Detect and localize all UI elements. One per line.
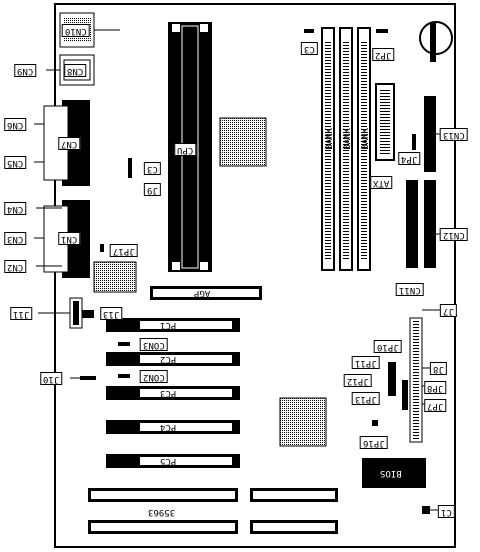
label-cn1: CN1 <box>58 232 81 245</box>
label-jp11: JP11 <box>352 356 380 369</box>
label-cpu: CPU <box>174 143 197 156</box>
label-pc2: PC2 <box>160 354 177 364</box>
cn11-header <box>406 180 418 268</box>
label-con2: CON2 <box>140 370 168 383</box>
label-c3-top: C3 <box>301 42 318 55</box>
label-agp: AGP <box>194 288 211 298</box>
label-cn4: CN4 <box>4 202 27 215</box>
label-cn2: CN2 <box>4 260 27 273</box>
cn13-header <box>424 96 436 172</box>
label-jp4: JP4 <box>398 152 421 165</box>
label-board-number: 35963 <box>148 507 176 517</box>
label-cn12: CN12 <box>440 228 468 241</box>
leader-lines <box>34 29 446 511</box>
label-jp12: JP12 <box>344 374 372 387</box>
label-jp13: JP13 <box>352 392 380 405</box>
label-jp16: JP16 <box>360 436 388 449</box>
label-pc3: PC3 <box>160 388 177 398</box>
north-chip <box>219 117 267 167</box>
label-pc1: PC1 <box>160 320 177 330</box>
label-bank-3: BANK <box>361 128 371 150</box>
label-cn3: CN3 <box>4 232 27 245</box>
label-cn13: CN13 <box>440 128 468 141</box>
label-jp7: JP7 <box>424 399 447 412</box>
label-con3: CON3 <box>140 338 168 351</box>
label-j10: J10 <box>40 372 63 385</box>
label-cn11: CN11 <box>396 283 424 296</box>
label-pc5: PC5 <box>160 456 177 466</box>
label-j9: J9 <box>144 183 161 196</box>
label-c3: C3 <box>144 162 161 175</box>
bios-chip <box>362 458 426 488</box>
label-cn9: CN9 <box>14 64 37 77</box>
label-pc4: PC4 <box>160 422 177 432</box>
label-cn8: CN8 <box>64 64 87 77</box>
label-c1: C1 <box>438 505 455 518</box>
label-cn10: CN10 <box>62 24 90 37</box>
label-jp17: JP17 <box>110 244 138 257</box>
label-jp8: JP8 <box>424 381 447 394</box>
label-bank-2: BANK <box>343 128 353 150</box>
label-j7: J7 <box>440 304 457 317</box>
dimm-banks <box>321 27 371 271</box>
label-jp10: JP10 <box>374 340 402 353</box>
label-cn6: CN6 <box>4 118 27 131</box>
south-chip <box>279 397 327 447</box>
io-chip <box>93 261 137 293</box>
label-bios: BIOS <box>380 468 402 478</box>
label-j13: J13 <box>100 307 123 320</box>
pci-slots <box>106 318 240 468</box>
label-j8: J8 <box>430 362 447 375</box>
label-j11: J11 <box>10 307 33 320</box>
label-cn5: CN5 <box>4 156 27 169</box>
label-cn7: CN7 <box>58 137 81 150</box>
cn12-header <box>424 180 436 268</box>
label-jp2: JP2 <box>372 48 395 61</box>
label-atx: ATX <box>370 176 393 189</box>
isa-slots <box>88 488 338 534</box>
label-bank-1: BANK <box>325 128 335 150</box>
